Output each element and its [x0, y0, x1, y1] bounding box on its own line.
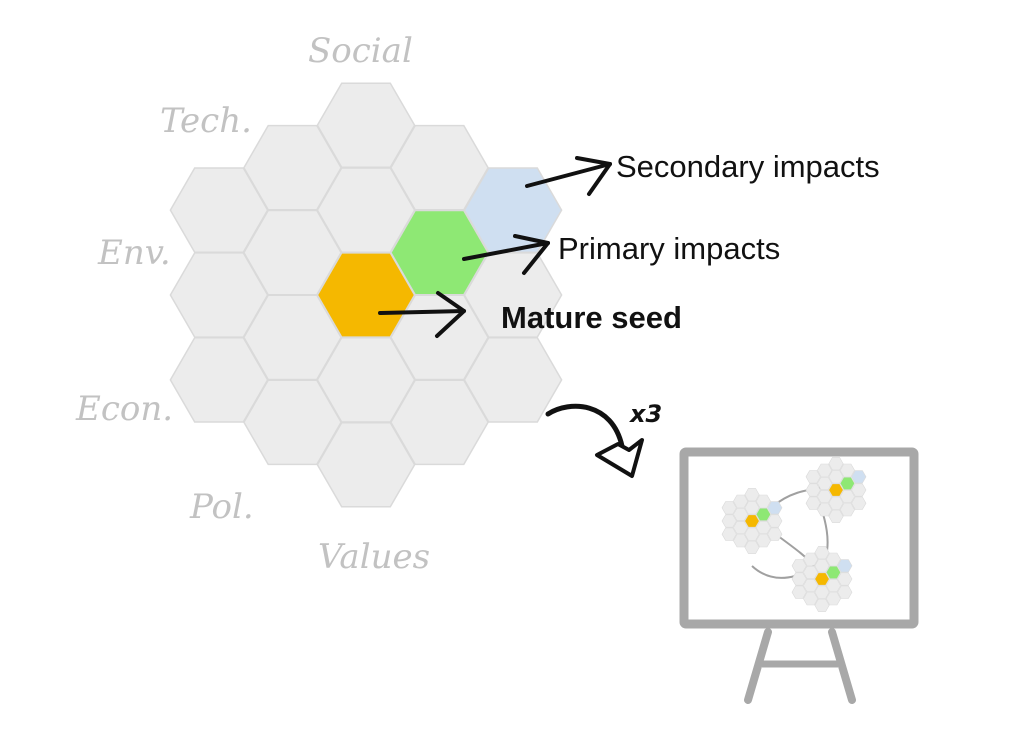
- category-label-values: Values: [318, 537, 430, 577]
- mini-seed-hex: [744, 514, 760, 528]
- secondary-impacts-label: Secondary impacts: [616, 149, 880, 184]
- mini-primary-hex: [755, 507, 771, 522]
- mini-hex-cell: [733, 494, 749, 508]
- mini-hex-cell: [839, 503, 855, 517]
- mini-hex-cell: [828, 509, 844, 523]
- mini-hex-cell: [755, 534, 771, 548]
- mini-hex-cell: [744, 540, 760, 554]
- mini-hex-cell: [767, 527, 783, 541]
- curved-arrow-icon: [545, 403, 644, 478]
- multiplier-label: x3: [629, 400, 662, 428]
- mini-hex-cell: [851, 496, 867, 510]
- mini-hex-cell: [817, 463, 833, 477]
- mature-seed-label: Mature seed: [501, 300, 682, 335]
- mini-hex-cell: [721, 514, 737, 528]
- category-label-social: Social: [308, 31, 413, 71]
- mini-hex-cell: [817, 503, 833, 517]
- category-label-pol: Pol.: [189, 487, 254, 527]
- arrow-primary: [462, 234, 550, 275]
- category-label-tech: Tech.: [160, 101, 252, 141]
- hex-grid: [169, 82, 563, 508]
- mini-hex-cell: [814, 598, 830, 612]
- mini-seed-hex: [814, 572, 830, 586]
- mini-hex-cell: [721, 501, 737, 515]
- mini-hex-cell: [803, 565, 819, 580]
- mini-hex-cell: [767, 514, 783, 528]
- mini-hex-cell: [828, 496, 844, 510]
- mini-hex-cell: [839, 463, 855, 477]
- arrow-secondary: [525, 156, 612, 196]
- primary-impacts-label: Primary impacts: [558, 231, 780, 266]
- mini-hex-cell: [803, 552, 819, 566]
- mini-hex-cell: [828, 457, 844, 471]
- mini-hex-cell: [817, 489, 833, 504]
- mini-hex-cell: [805, 496, 821, 510]
- mini-hex-cell: [814, 546, 830, 560]
- mini-hex-cell: [803, 578, 819, 593]
- mini-hex-cell: [755, 520, 771, 535]
- mini-hex-cell: [825, 578, 841, 593]
- hex-cell: [463, 337, 563, 423]
- mini-hex-cell: [791, 572, 807, 586]
- mini-wheel-2: [805, 457, 867, 523]
- mini-seed-hex: [828, 483, 844, 497]
- mini-hex-cell: [839, 489, 855, 504]
- mini-hex-cell: [755, 494, 771, 508]
- mini-hex-cell: [791, 585, 807, 599]
- presentation-board-icon: [679, 447, 919, 704]
- mini-hex-cell: [825, 592, 841, 606]
- mini-hex-cell: [851, 483, 867, 497]
- mini-hex-cell: [733, 520, 749, 535]
- mini-wheel-3: [791, 546, 853, 612]
- board-mini-wheels: [721, 457, 867, 612]
- mini-hex-cell: [744, 527, 760, 541]
- mini-hex-cell: [805, 470, 821, 484]
- mini-primary-hex: [825, 565, 841, 580]
- mini-hex-cell: [791, 559, 807, 573]
- mini-hex-cell: [744, 488, 760, 502]
- mini-hex-cell: [837, 585, 853, 599]
- mini-hex-cell: [805, 483, 821, 497]
- mini-hex-cell: [814, 559, 830, 573]
- mini-primary-hex: [839, 476, 855, 491]
- mini-hex-cell: [817, 476, 833, 491]
- mini-hex-cell: [721, 527, 737, 541]
- mini-hex-cell: [733, 534, 749, 548]
- mini-hex-cell: [744, 501, 760, 515]
- mini-hex-cell: [837, 572, 853, 586]
- mini-hex-cell: [733, 507, 749, 522]
- mini-hex-cell: [814, 585, 830, 599]
- category-label-env: Env.: [97, 233, 171, 273]
- mini-hex-cell: [803, 592, 819, 606]
- arrow-seed: [378, 291, 466, 338]
- mini-hex-cell: [825, 552, 841, 566]
- mini-hex-cell: [828, 470, 844, 484]
- mini-secondary-hex: [851, 470, 867, 484]
- category-label-econ: Econ.: [75, 389, 173, 429]
- mini-secondary-hex: [767, 501, 783, 515]
- mini-wheel-1: [721, 488, 783, 554]
- mini-secondary-hex: [837, 559, 853, 573]
